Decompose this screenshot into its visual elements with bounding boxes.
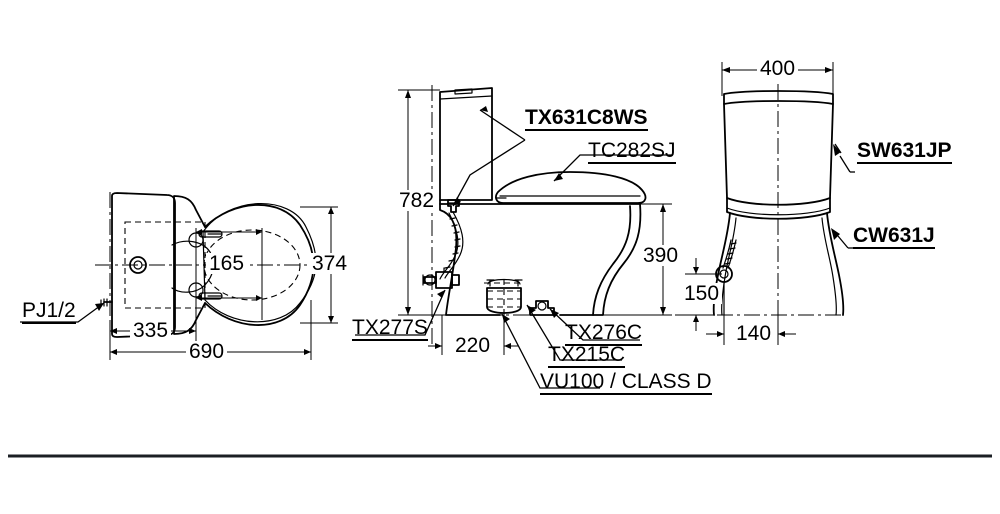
side-leader-tc282sj xyxy=(553,154,672,182)
plan-dim-text-374: 374 xyxy=(309,253,351,274)
plan-tank-outline xyxy=(111,192,176,338)
side-floor-drain xyxy=(484,278,524,315)
front-leader-sw631jp xyxy=(833,143,851,173)
plan-dim-text-335: 335 xyxy=(130,320,172,341)
front-dim-150 xyxy=(685,258,722,331)
plan-dim-165 xyxy=(195,228,263,320)
front-hose-ribs xyxy=(724,242,737,265)
side-dim-text-220: 220 xyxy=(452,335,494,356)
plan-label-pj12: PJ1/2 xyxy=(22,299,76,324)
front-dim-text-140: 140 xyxy=(733,323,775,344)
side-floor-flange xyxy=(529,300,555,316)
side-leader-vu100 xyxy=(501,313,600,389)
front-pedestal-right xyxy=(826,212,845,316)
plan-dim-text-165: 165 xyxy=(206,253,248,274)
front-pedestal-left xyxy=(712,212,731,316)
front-tank-body xyxy=(723,103,834,206)
plan-supply-fitting-inner xyxy=(133,260,143,270)
front-label-sw631jp: SW631JP xyxy=(857,139,952,164)
side-hose-ribs xyxy=(444,217,461,269)
front-dim-text-150: 150 xyxy=(681,283,723,304)
side-bowl-front-profile xyxy=(559,203,642,316)
side-tank-body xyxy=(439,87,493,201)
front-leader-cw631j xyxy=(831,228,849,249)
front-pedestal-right-inner xyxy=(821,217,837,316)
plan-pj-supply-stub xyxy=(100,298,113,307)
plan-tank-hidden-edge xyxy=(124,221,206,309)
side-label-tc282sj: TC282SJ xyxy=(588,139,676,164)
side-bowl-rear-profile xyxy=(439,199,501,316)
plan-bowl-opening xyxy=(203,229,301,301)
plan-supply-fitting-outer xyxy=(129,256,147,274)
front-tank-base-band-line xyxy=(726,207,831,216)
plan-view-geometry xyxy=(20,192,345,360)
side-flexible-hose-2 xyxy=(439,212,459,280)
side-dim-text-782: 782 xyxy=(396,190,438,211)
front-dim-text-400: 400 xyxy=(757,58,799,79)
side-bowl-front-inner xyxy=(592,205,632,316)
side-tank-lid-line xyxy=(439,95,493,100)
side-label-tx277s: TX277S xyxy=(352,316,428,341)
front-label-cw631j: CW631J xyxy=(853,224,935,249)
side-leader-tx631c8ws xyxy=(452,106,526,207)
side-label-tx276c: TX276C xyxy=(565,321,643,346)
side-label-tx215c: TX215C xyxy=(548,343,626,368)
front-dim-140 xyxy=(706,282,796,345)
side-dim-text-390: 390 xyxy=(640,245,682,266)
side-leader-tx277s xyxy=(355,289,446,336)
front-view-geometry xyxy=(685,62,855,345)
plan-dim-text-690: 690 xyxy=(186,341,228,362)
side-dim-390 xyxy=(603,203,672,316)
side-angle-stop-valve xyxy=(422,267,460,289)
side-label-tx631c8ws: TX631C8WS xyxy=(525,106,648,131)
side-flush-button xyxy=(454,88,473,95)
side-leader-tx276c xyxy=(549,308,640,341)
side-leader-tx215c xyxy=(526,304,622,361)
side-seat-cover xyxy=(495,171,647,204)
front-pedestal-left-inner xyxy=(721,217,737,316)
side-label-vu100: VU100 / CLASS D xyxy=(540,370,712,395)
